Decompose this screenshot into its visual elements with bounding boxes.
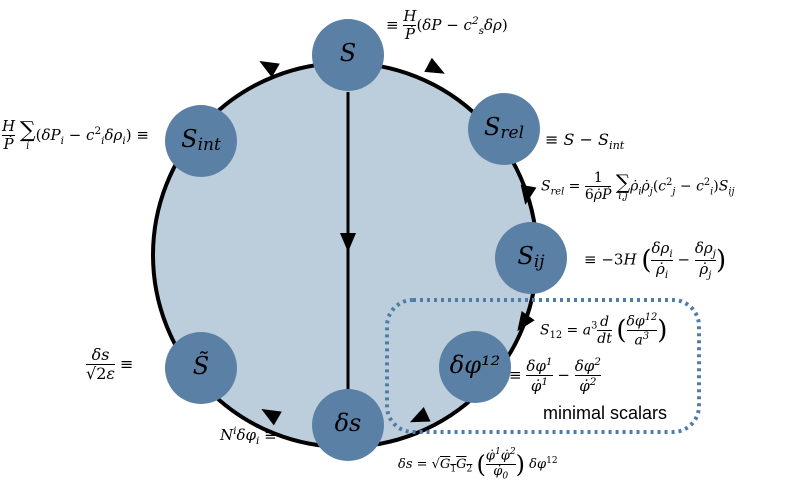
node-circle-S-int bbox=[165, 105, 237, 177]
node-label-S-tilde: S̃ bbox=[193, 352, 209, 380]
node-S: S bbox=[312, 19, 384, 91]
node-dphi12: δφ¹² bbox=[439, 331, 511, 403]
edges-layer bbox=[259, 57, 537, 426]
node-circle-dphi12 bbox=[439, 331, 511, 403]
group-label: minimal scalars bbox=[543, 403, 668, 423]
node-circle-S bbox=[312, 19, 384, 91]
node-label-S: S bbox=[340, 39, 356, 67]
node-circle-S-ij bbox=[495, 222, 567, 294]
node-label-ds: δs bbox=[335, 409, 362, 437]
node-ds: δs bbox=[312, 389, 384, 461]
node-label-dphi12: δφ¹² bbox=[450, 351, 501, 379]
annotation-S-rel: ≡ S − Sint bbox=[545, 130, 625, 153]
node-circle-S-rel bbox=[468, 93, 540, 165]
node-label-S-int: Sint bbox=[181, 125, 221, 155]
arrowhead-ds-to-S_tilde bbox=[261, 409, 282, 426]
node-S-rel: Srel bbox=[468, 93, 540, 165]
arrowhead-S_rel-to-S_ij bbox=[520, 184, 537, 205]
arrowhead-S-to-S_rel bbox=[424, 57, 445, 74]
arrowhead-S_ij-to-dphi12 bbox=[517, 311, 535, 332]
annotation-S-tilde: δs√2ε ≡ bbox=[86, 345, 134, 384]
node-label-S-rel: Srel bbox=[484, 113, 524, 143]
node-S-ij: Sij bbox=[495, 222, 567, 294]
node-circle-ds bbox=[312, 389, 384, 461]
node-circle-S-tilde bbox=[165, 332, 237, 404]
annotation-ds: Niδφi ≡ bbox=[220, 425, 277, 447]
arrowhead-S-to-ds bbox=[340, 233, 356, 252]
node-label-S-ij: Sij bbox=[517, 242, 545, 272]
node-S-tilde: S̃ bbox=[165, 332, 237, 404]
node-S-int: Sint bbox=[165, 105, 237, 177]
arrowhead-S_int-to-S bbox=[259, 61, 280, 78]
arrowhead-dphi12-to-ds bbox=[409, 406, 431, 423]
